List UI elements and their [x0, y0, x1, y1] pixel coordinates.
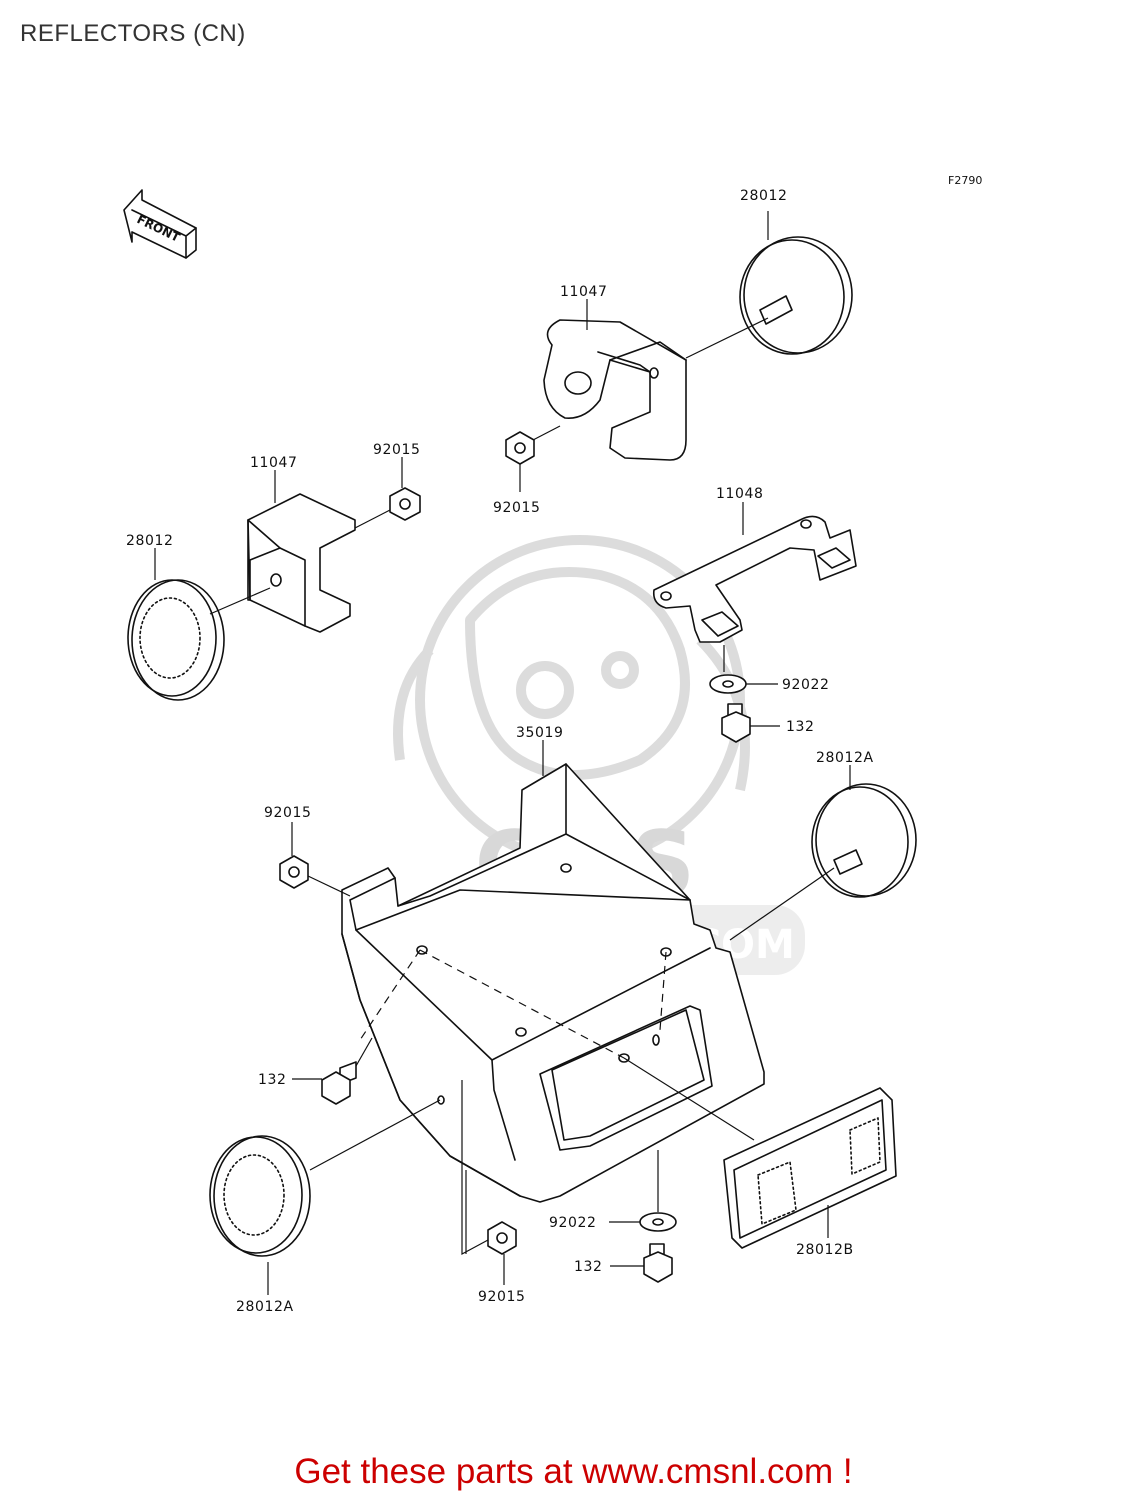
nut-92015-bottom [461, 1080, 517, 1285]
figure-code: F2790 [948, 174, 982, 187]
callout-92022-upper: 92022 [782, 677, 830, 693]
callout-132-left: 132 [258, 1072, 287, 1088]
footer-cta: Get these parts at www.cmsnl.com ! [0, 1452, 1147, 1492]
washer-92022-lower [609, 1150, 677, 1232]
footer-suffix: ! [833, 1452, 853, 1491]
callout-28012-top: 28012 [740, 188, 788, 204]
nut-92015-mid [279, 822, 351, 897]
callout-28012b: 28012B [796, 1242, 854, 1258]
bracket-11047-left [247, 470, 356, 633]
callout-28012a-bottom: 28012A [236, 1299, 294, 1315]
footer-link[interactable]: www.cmsnl.com [582, 1452, 834, 1491]
callout-92015-top: 92015 [493, 500, 541, 516]
callout-92015-left: 92015 [373, 442, 421, 458]
bolt-132-lower [610, 1243, 673, 1283]
reflector-28012-left [127, 548, 271, 701]
reflector-28012-top [685, 211, 853, 359]
bracket-35019 [341, 740, 765, 1203]
callout-92015-mid: 92015 [264, 805, 312, 821]
callout-11047-top: 11047 [560, 284, 608, 300]
reflector-28012a-right [729, 765, 917, 941]
callout-11048: 11048 [716, 486, 764, 502]
callout-35019: 35019 [516, 725, 564, 741]
callout-28012a-right: 28012A [816, 750, 874, 766]
callout-132-lower: 132 [574, 1259, 603, 1275]
page-title: REFLECTORS (CN) [20, 20, 246, 47]
bracket-11048 [652, 502, 857, 672]
bolt-132-upper [721, 703, 780, 743]
nut-92015-left [354, 457, 421, 529]
callout-92022-lower: 92022 [549, 1215, 597, 1231]
callout-92015-bottom: 92015 [478, 1289, 526, 1305]
callout-11047-left: 11047 [250, 455, 298, 471]
washer-92022-upper [709, 674, 778, 694]
reflector-28012a-bottom [209, 1099, 441, 1295]
callout-labels: 28012 11047 92015 11047 92015 28012 1104… [126, 188, 874, 1315]
callout-132-upper: 132 [786, 719, 815, 735]
bracket-11047-top [543, 299, 687, 461]
reflector-28012b [623, 1057, 897, 1249]
bolt-132-left [292, 1037, 373, 1105]
front-arrow-icon: FRONT [123, 189, 197, 259]
footer-prefix: Get these parts at [294, 1452, 583, 1491]
callout-28012-left: 28012 [126, 533, 174, 549]
nut-92015-top [505, 425, 561, 492]
